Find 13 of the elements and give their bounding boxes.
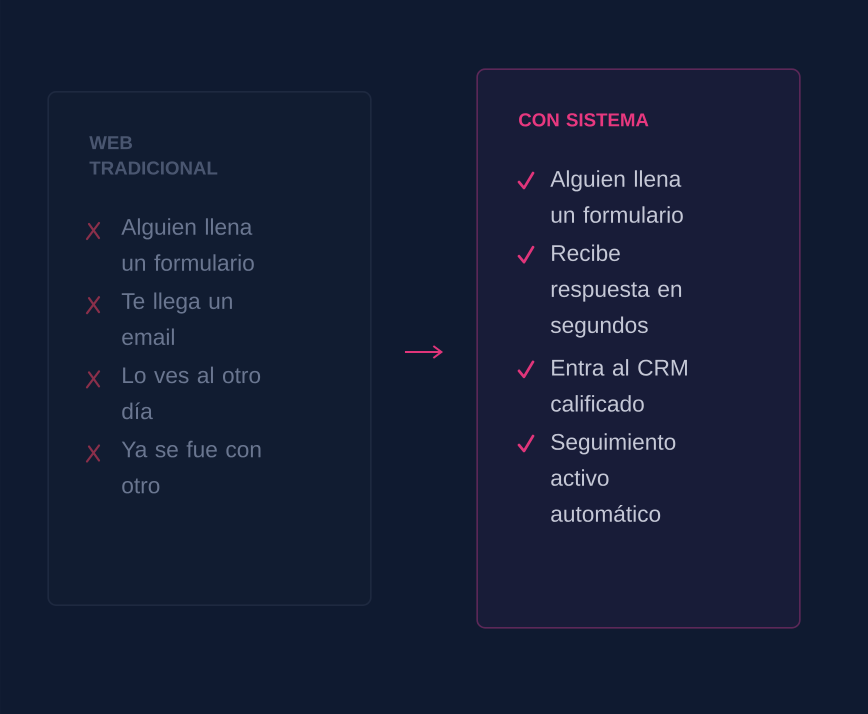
item-text: Alguien llena un formulario — [550, 170, 683, 223]
item-text: Ya se fue con otro — [122, 440, 260, 494]
card-heading: WEB TRADICIONAL — [89, 136, 218, 175]
item-text: Alguien llena un formulario — [121, 218, 254, 271]
item-text: Seguimiento activo automático — [551, 433, 676, 522]
item-text: Recibe respuesta en segundos — [550, 244, 682, 338]
item-text: Entra al CRM calificado — [551, 359, 687, 412]
arrow — [404, 345, 444, 359]
item-text: Te llega un email — [122, 292, 232, 346]
card-heading: CON SISTEMA — [519, 113, 648, 126]
item-text: Lo ves al otro día — [122, 366, 260, 420]
comparison-card — [47, 91, 372, 606]
comparison-card — [476, 68, 801, 629]
